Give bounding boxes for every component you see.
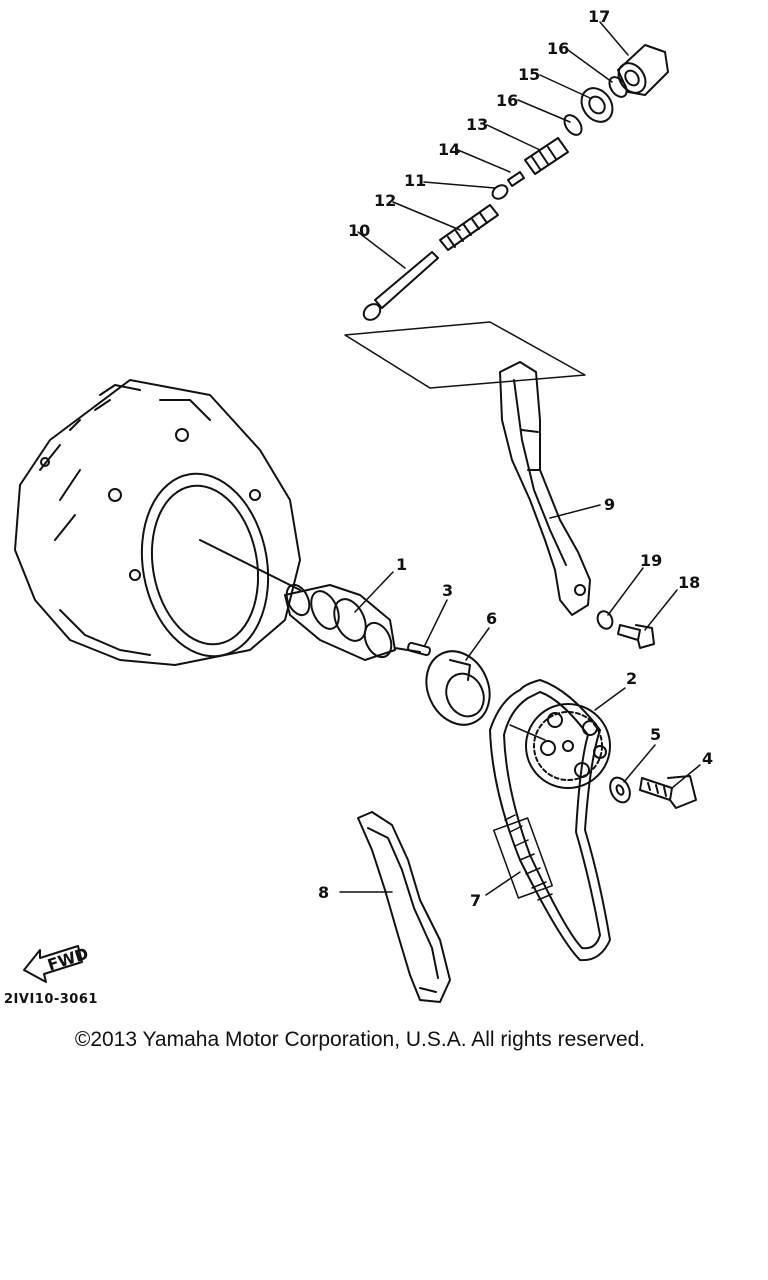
reference-frame: [344, 321, 586, 389]
fwd-arrow-icon: [23, 945, 83, 983]
callout-16b: 16: [547, 39, 569, 58]
parts-diagram: 1 2 3 4 5 6 7 8 9 10 11 12 13 14 15 16 1…: [14, 7, 713, 1003]
callout-4: 4: [702, 749, 713, 768]
cam-plate: [425, 650, 491, 726]
copyright-notice: ©2013 Yamaha Motor Corporation, U.S.A. A…: [74, 1028, 646, 1051]
callout-5: 5: [650, 725, 661, 744]
callout-9: 9: [604, 495, 615, 514]
callout-17: 17: [588, 7, 610, 26]
bearing-15: [580, 87, 614, 123]
spring-14: [507, 171, 525, 187]
leader-lines: [339, 21, 701, 896]
callout-10: 10: [348, 221, 370, 240]
dowel-pin: [407, 641, 431, 657]
cylinder-head: [14, 379, 301, 666]
callout-14: 14: [438, 140, 460, 159]
bolt-4: [639, 775, 697, 809]
callout-1: 1: [396, 555, 407, 574]
callout-6: 6: [486, 609, 497, 628]
callout-11: 11: [404, 171, 426, 190]
callout-19: 19: [640, 551, 662, 570]
cap-bolt-17: [617, 44, 669, 96]
washer-5: [609, 776, 631, 804]
callout-3: 3: [442, 581, 453, 600]
washer-19: [596, 610, 614, 630]
callout-12: 12: [374, 191, 396, 210]
o-ring-16a: [563, 114, 583, 136]
cam-sprocket: [525, 703, 611, 789]
callout-13: 13: [466, 115, 488, 134]
tensioner-guide: [499, 361, 591, 616]
bolt-18: [617, 624, 655, 649]
tensioner-rod: [362, 251, 439, 321]
callout-16a: 16: [496, 91, 518, 110]
callout-15: 15: [518, 65, 540, 84]
callout-8: 8: [318, 883, 329, 902]
spring-12: [439, 204, 499, 251]
camshaft: [284, 583, 421, 661]
callout-18: 18: [678, 573, 700, 592]
drawing-code: 2IVI10-3061: [4, 992, 98, 1007]
nut-11: [491, 184, 509, 200]
fwd-label: FWD: [45, 944, 91, 975]
spring-13: [524, 137, 569, 175]
chain-guide: [357, 811, 451, 1003]
callout-2: 2: [626, 669, 637, 688]
cam-chain: [489, 679, 611, 962]
callout-7: 7: [470, 891, 481, 910]
